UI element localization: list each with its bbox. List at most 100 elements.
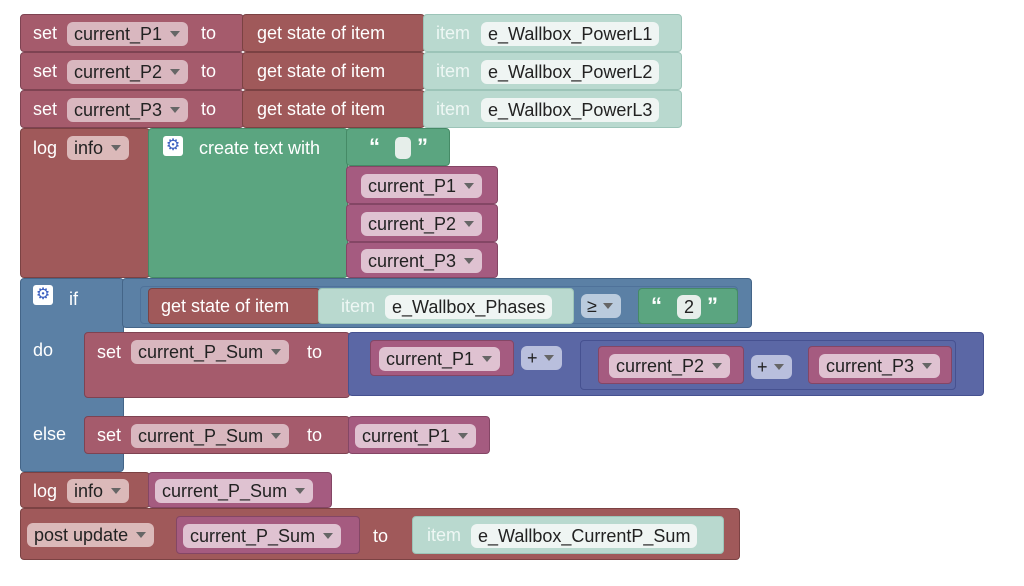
item-block-post[interactable]: item e_Wallbox_CurrentP_Sum [412,516,724,554]
operator-dropdown[interactable]: ≥ [581,294,621,318]
variable-block-p2[interactable]: current_P2 [598,346,744,384]
operator-value: ≥ [587,296,597,316]
math-operator-dropdown[interactable]: + [751,355,792,379]
chevron-down-icon [543,355,554,361]
set-keyword: set [33,99,58,119]
variable-name: current_P1 [368,176,457,196]
variable-dropdown[interactable]: current_P3 [361,249,483,273]
variable-block-post[interactable]: current_P_Sum [176,516,360,554]
item-keyword: item [436,61,471,81]
item-name-field[interactable]: e_Wallbox_CurrentP_Sum [471,524,698,548]
item-block-p2[interactable]: item e_Wallbox_PowerL2 [423,52,682,90]
variable-dropdown[interactable]: current_P2 [67,60,189,84]
to-keyword: to [307,342,323,362]
chevron-down-icon [464,221,475,227]
variable-name: current_P_Sum [138,342,264,362]
set-block-else[interactable]: set current_P_Sum to [84,416,350,454]
chevron-down-icon [111,488,122,494]
gear-icon[interactable]: ⚙ [33,285,53,305]
variable-dropdown[interactable]: current_P1 [67,22,189,46]
variable-block-else[interactable]: current_P1 [348,416,490,454]
variable-dropdown[interactable]: current_P1 [361,174,483,198]
set-keyword: set [33,23,58,43]
variable-block-sum[interactable]: current_P_Sum [148,472,332,508]
create-text-block[interactable]: ⚙ create text with [148,128,348,278]
item-name-field[interactable]: e_Wallbox_PowerL2 [481,60,660,84]
variable-dropdown[interactable]: current_P1 [355,424,477,448]
operator-value: + [757,357,768,377]
set-keyword: set [97,425,122,445]
get-state-label: get state of item [161,296,290,316]
chevron-down-icon [773,364,784,370]
to-keyword: to [201,61,217,81]
set-block-p2[interactable]: set current_P2 to [20,52,244,90]
get-state-block-p3[interactable]: get state of item [242,90,425,128]
log-block-sum[interactable]: log info [20,472,150,508]
variable-dropdown[interactable]: current_P2 [361,212,483,236]
text-string-block[interactable]: “ 2 ” [638,288,738,324]
variable-dropdown[interactable]: current_P2 [609,354,731,378]
variable-block-p3[interactable]: current_P3 [808,346,952,384]
variable-block-p2[interactable]: current_P2 [346,204,498,242]
item-name-field[interactable]: e_Wallbox_PowerL1 [481,22,660,46]
variable-dropdown[interactable]: current_P_Sum [183,524,342,548]
item-name-field[interactable]: e_Wallbox_Phases [385,295,553,319]
item-block-p3[interactable]: item e_Wallbox_PowerL3 [423,90,682,128]
variable-dropdown[interactable]: current_P_Sum [155,479,314,503]
get-state-block-phases[interactable]: get state of item [148,288,320,324]
set-block-p1[interactable]: set current_P1 to [20,14,244,52]
set-block-sum[interactable]: set current_P_Sum to [84,332,350,398]
variable-name: current_P_Sum [138,426,264,446]
chevron-down-icon [170,69,181,75]
chevron-down-icon [464,183,475,189]
chevron-down-icon [271,349,282,355]
chevron-down-icon [271,433,282,439]
else-keyword: else [33,424,67,444]
compare-value-input[interactable]: 2 [677,295,702,319]
text-input[interactable] [395,137,411,159]
gear-icon[interactable]: ⚙ [163,136,183,156]
variable-block-p1[interactable]: current_P1 [370,340,514,376]
log-level-dropdown[interactable]: info [67,479,130,503]
variable-name: current_P1 [74,24,163,44]
chevron-down-icon [482,356,493,362]
math-operator-dropdown[interactable]: + [521,346,562,370]
open-quote-icon: “ [369,134,380,159]
variable-name: current_P3 [74,100,163,120]
chevron-down-icon [295,488,306,494]
log-keyword: log [33,138,58,158]
text-string-block[interactable]: “ ” [346,128,450,166]
variable-dropdown[interactable]: current_P3 [819,354,941,378]
chevron-down-icon [712,363,723,369]
chevron-down-icon [170,31,181,37]
variable-dropdown[interactable]: current_P_Sum [131,340,290,364]
item-keyword: item [427,525,462,545]
to-keyword: to [373,526,389,546]
chevron-down-icon [464,258,475,264]
variable-name: current_P2 [74,62,163,82]
get-state-label: get state of item [257,23,386,43]
log-block[interactable]: log info [20,128,150,278]
log-level-dropdown[interactable]: info [67,136,130,160]
item-keyword: item [436,23,471,43]
set-block-p3[interactable]: set current_P3 to [20,90,244,128]
item-block-phases[interactable]: item e_Wallbox_Phases [318,288,574,324]
variable-name: current_P2 [616,356,705,376]
item-block-p1[interactable]: item e_Wallbox_PowerL1 [423,14,682,52]
chevron-down-icon [136,532,147,538]
variable-block-p3[interactable]: current_P3 [346,242,498,278]
log-level-value: info [74,481,104,501]
variable-name: current_P3 [826,356,915,376]
item-name-field[interactable]: e_Wallbox_PowerL3 [481,98,660,122]
variable-name: current_P3 [368,251,457,271]
get-state-block-p2[interactable]: get state of item [242,52,425,90]
action-dropdown[interactable]: post update [27,523,155,547]
variable-block-p1[interactable]: current_P1 [346,166,498,204]
variable-dropdown[interactable]: current_P1 [379,347,501,371]
variable-dropdown[interactable]: current_P3 [67,98,189,122]
item-keyword: item [436,99,471,119]
chevron-down-icon [922,363,933,369]
to-keyword: to [201,23,217,43]
get-state-block-p1[interactable]: get state of item [242,14,425,52]
variable-dropdown[interactable]: current_P_Sum [131,424,290,448]
